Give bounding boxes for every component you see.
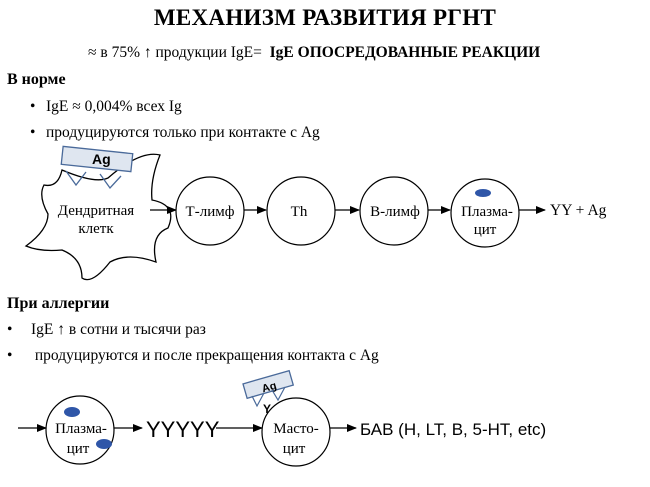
t-lymph-label: Т-лимф (186, 204, 235, 220)
plasma-circle-allergy (45, 395, 115, 465)
normal-item-1-text: IgE ≈ 0,004% всех Ig (46, 98, 182, 115)
mast-cell-circle (261, 397, 331, 467)
dendritic-cell-shape (24, 153, 172, 281)
allergy-heading: При аллергии (7, 295, 110, 312)
antibodies-label: YYYYY (146, 417, 220, 442)
subtitle-prefix: ≈ в 75% ↑ продукции IgE= (88, 44, 262, 61)
antigen-epitope-right (99, 173, 122, 190)
antigen-label-allergy: Ag (261, 380, 278, 396)
dendritic-label-2: клетк (78, 221, 114, 237)
plasma-granule-top (64, 407, 80, 417)
bullet-dot: • (30, 98, 36, 115)
mast-label-2: цит (283, 441, 306, 457)
allergy-item-1: • IgE ↑ в сотни и тысячи раз (7, 322, 206, 338)
dendritic-label-1: Дендритная (58, 203, 134, 219)
antigen-label-normal: Ag (92, 151, 111, 167)
bullet-dot: • (30, 124, 36, 141)
allergy-output: БАВ (H, LT, B, 5-HT, etc) (360, 420, 546, 439)
antigen-epitope-left (65, 170, 87, 187)
normal-item-1: • IgE ≈ 0,004% всех Ig (30, 99, 182, 115)
allergy-item-2: • продуцируются и после прекращения конт… (7, 348, 379, 364)
allergy-item-2-text: продуцируются и после прекращения контак… (31, 347, 379, 364)
plasma-circle-normal (450, 178, 520, 248)
mast-label-1: Масто- (273, 421, 319, 437)
bullet-dot: • (7, 321, 13, 338)
allergy-item-1-text: IgE ↑ в сотни и тысячи раз (31, 321, 206, 338)
plasma-label-allergy-2: цит (67, 441, 90, 457)
plasma-granule-normal (475, 189, 491, 197)
bullet-dot: • (7, 347, 13, 364)
b-lymph-label: В-лимф (370, 204, 420, 220)
b-lymph-circle (359, 176, 429, 246)
normal-item-2-text: продуцируются только при контакте с Ag (46, 124, 320, 141)
normal-item-2: • продуцируются только при контакте с Ag (30, 125, 320, 141)
plasma-label-normal-1: Плазма- (461, 204, 513, 220)
slide-subtitle: ≈ в 75% ↑ продукции IgE= IgE ОПОСРЕДОВАН… (88, 45, 540, 61)
slide-title: МЕХАНИЗМ РАЗВИТИЯ РГНТ (153, 5, 497, 30)
plasma-granule-bottom (96, 439, 112, 449)
plasma-label-normal-2: цит (474, 222, 497, 238)
normal-output: YY + Ag (550, 202, 607, 219)
th-label: Th (291, 204, 308, 220)
antigen-block-normal: Ag (60, 145, 134, 190)
t-lymph-circle (175, 176, 245, 246)
antigen-bar (60, 145, 134, 173)
antigen-epitope-b (271, 386, 286, 402)
th-circle (266, 176, 336, 246)
antigen-bar-allergy (242, 369, 295, 400)
subtitle-bold: IgE ОПОСРЕДОВАННЫЕ РЕАКЦИИ (269, 44, 541, 61)
plasma-label-allergy-1: Плазма- (55, 421, 107, 437)
antigen-epitope-a (251, 392, 265, 408)
normal-heading: В норме (7, 71, 66, 88)
